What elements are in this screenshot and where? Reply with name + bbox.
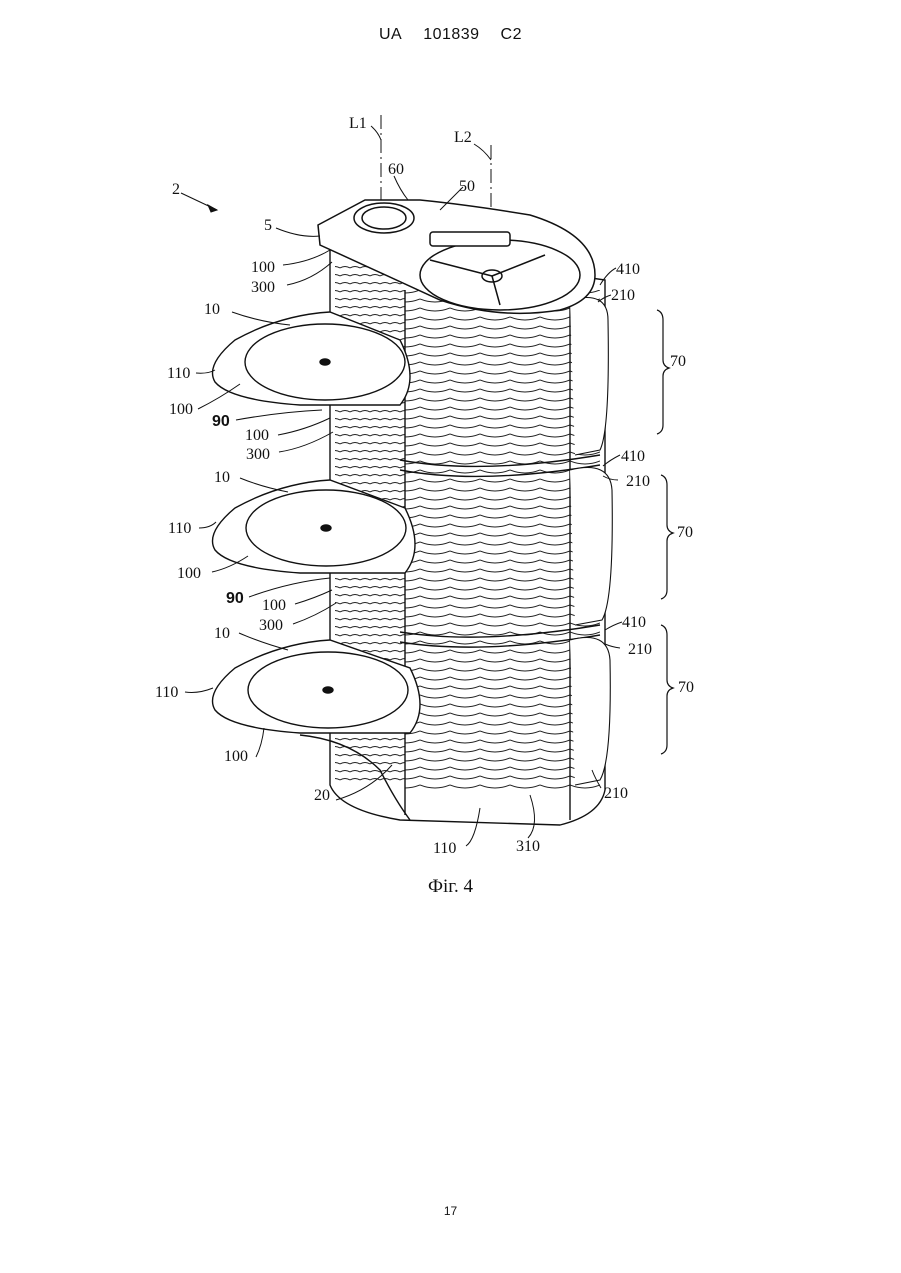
label-50: 50 xyxy=(459,178,475,195)
label-70: 70 xyxy=(670,353,686,370)
label-70: 70 xyxy=(677,524,693,541)
label-100: 100 xyxy=(245,427,269,444)
label-90: 90 xyxy=(212,413,230,430)
label-100: 100 xyxy=(177,565,201,582)
label-210: 210 xyxy=(626,473,650,490)
page-number: 17 xyxy=(0,1204,901,1218)
label-20: 20 xyxy=(314,787,330,804)
label-110: 110 xyxy=(167,365,190,382)
label-10: 10 xyxy=(214,625,230,642)
label-310: 310 xyxy=(516,838,540,855)
label-300: 300 xyxy=(251,279,275,296)
label-90: 90 xyxy=(226,590,244,607)
label-210: 210 xyxy=(604,785,628,802)
right-tabs xyxy=(570,298,612,786)
label-100: 100 xyxy=(224,748,248,765)
label-60: 60 xyxy=(388,161,404,178)
label-410: 410 xyxy=(621,448,645,465)
label-210: 210 xyxy=(611,287,635,304)
label-L1: L1 xyxy=(349,115,367,132)
label-410: 410 xyxy=(616,261,640,278)
label-110: 110 xyxy=(155,684,178,701)
label-100: 100 xyxy=(251,259,275,276)
figure-caption: Фiг. 4 xyxy=(0,876,901,898)
label-410: 410 xyxy=(622,614,646,631)
label-300: 300 xyxy=(259,617,283,634)
label-70: 70 xyxy=(678,679,694,696)
label-300: 300 xyxy=(246,446,270,463)
label-100: 100 xyxy=(262,597,286,614)
label-L2: L2 xyxy=(454,129,472,146)
label-2: 2 xyxy=(172,181,180,198)
label-10: 10 xyxy=(204,301,220,318)
brackets-70 xyxy=(657,310,673,754)
label-110: 110 xyxy=(433,840,456,857)
label-100: 100 xyxy=(169,401,193,418)
label-5: 5 xyxy=(264,217,272,234)
label-110: 110 xyxy=(168,520,191,537)
label-10: 10 xyxy=(214,469,230,486)
label-210: 210 xyxy=(628,641,652,658)
